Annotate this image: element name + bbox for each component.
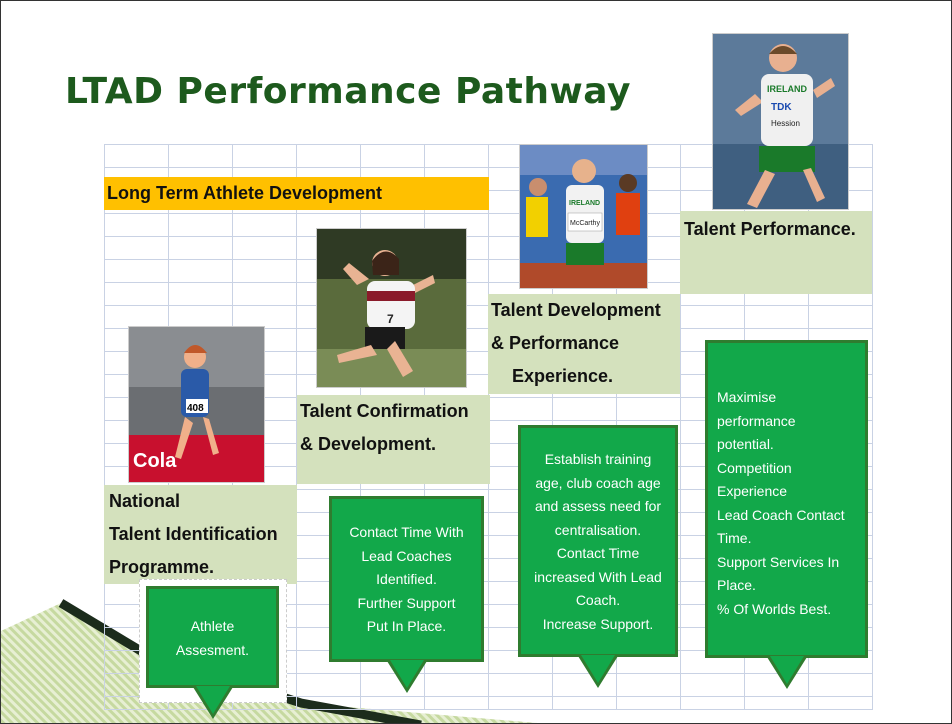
- callout-2-line-3: Identified.: [376, 571, 437, 587]
- ltad-banner: Long Term Athlete Development: [104, 177, 489, 210]
- callout-establish-training: Establish training age, club coach age a…: [518, 425, 678, 657]
- callout-4-line-6: Lead Coach Contact: [717, 506, 845, 523]
- callout-3-line-8: Increase Support.: [542, 615, 654, 632]
- callout-4-line-4: Competition: [717, 459, 792, 476]
- stage-3-line-2: & Performance: [491, 333, 620, 353]
- bib-number-7: 7: [387, 312, 394, 326]
- stage-2-line-1: Talent Confirmation: [300, 401, 469, 421]
- callout-3-line-3: and assess need for: [534, 498, 662, 514]
- stage-national-talent-identification: National Talent Identification Programme…: [104, 485, 297, 584]
- callout-3-line-1: Establish training: [544, 451, 652, 467]
- callout-maximise-performance: Maximise performance potential. Competit…: [705, 340, 868, 658]
- photo-hurdler: 7: [316, 228, 467, 388]
- callout-2-line-2: Lead Coaches: [361, 547, 452, 564]
- callout-4-line-7: Time.: [717, 530, 752, 546]
- photo-distance-race: IRELAND McCarthy: [519, 144, 648, 289]
- callout-4-line-9: Place.: [717, 577, 756, 593]
- bib-name-hession: Hession: [771, 119, 800, 128]
- callout-3-line-5: Contact Time: [556, 545, 640, 561]
- callout-1-line-1: Athlete: [190, 618, 235, 634]
- callout-4-line-10: % Of Worlds Best.: [717, 600, 832, 617]
- photo-text-cola: Cola: [133, 450, 177, 472]
- stage-1-line-3: Programme.: [109, 557, 215, 577]
- callout-2-line-4: Further Support: [357, 594, 456, 611]
- callout-athlete-assessment: Athlete Assesment.: [146, 586, 279, 688]
- callout-4-line-8: Support Services In: [717, 553, 840, 570]
- photo-sprinter: IRELAND TDK Hession: [712, 33, 849, 210]
- photo-text-tdk: TDK: [771, 102, 792, 113]
- stage-talent-performance: Talent Performance.: [680, 211, 872, 294]
- stage-3-line-3: Experience.: [512, 366, 614, 386]
- slide-title: LTAD Performance Pathway: [65, 71, 631, 112]
- stage-2-line-2: & Development.: [300, 434, 437, 454]
- callout-4-line-5: Experience: [717, 483, 788, 499]
- callout-3-line-6: increased With Lead: [534, 568, 662, 585]
- stage-talent-development: Talent Development & Performance Experie…: [488, 294, 680, 394]
- photo-text-ireland-sprinter: IRELAND: [767, 84, 807, 94]
- callout-3-line-2: age, club coach age: [535, 474, 661, 491]
- bib-number-408: 408: [187, 403, 204, 414]
- stage-4-line-1: Talent Performance.: [684, 219, 856, 239]
- callout-4-line-2: performance: [717, 412, 796, 429]
- photo-text-ireland: IRELAND: [569, 200, 600, 207]
- callout-3-line-4: centralisation.: [554, 521, 642, 538]
- bib-name-mccarthy: McCarthy: [570, 220, 600, 227]
- callout-4-line-1: Maximise: [717, 389, 777, 405]
- photo-junior-runner: Cola 408: [128, 326, 265, 483]
- callout-contact-time: Contact Time With Lead Coaches Identifie…: [329, 496, 484, 662]
- callout-3-line-7: Coach.: [575, 592, 621, 608]
- callout-2-line-5: Put In Place.: [366, 618, 447, 634]
- stage-1-line-1: National: [109, 491, 181, 511]
- stage-1-line-2: Talent Identification: [109, 524, 278, 544]
- callout-2-line-1: Contact Time With: [349, 524, 464, 540]
- stage-talent-confirmation: Talent Confirmation & Development.: [297, 395, 490, 484]
- callout-4-line-3: potential.: [717, 436, 774, 452]
- callout-1-line-2: Assesment.: [175, 641, 250, 658]
- stage-3-line-1: Talent Development: [491, 300, 661, 320]
